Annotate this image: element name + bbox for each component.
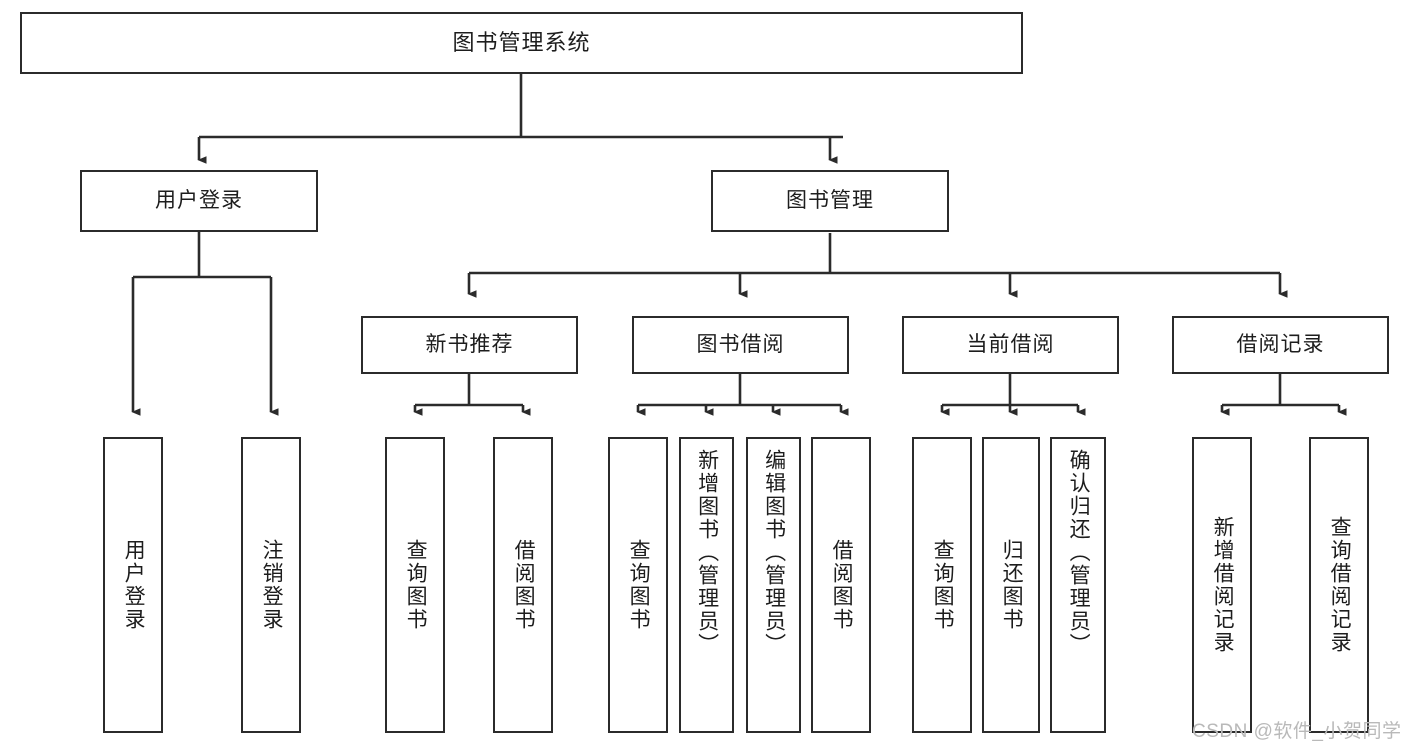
- edge-group-current-borrow: [940, 374, 1086, 416]
- node-leaf-query-book-3[interactable]: 查询图书: [912, 437, 972, 733]
- node-user-login[interactable]: 用户登录: [80, 170, 318, 232]
- node-new-book-rec[interactable]: 新书推荐: [361, 316, 578, 374]
- node-leaf-query-book-1[interactable]: 查询图书: [385, 437, 445, 733]
- node-leaf-user-login[interactable]: 用户登录: [103, 437, 163, 733]
- node-leaf-edit-book-label: 编辑图书（管理员）: [762, 449, 786, 656]
- node-leaf-query-record[interactable]: 查询借阅记录: [1309, 437, 1369, 733]
- node-borrow-record-label: 借阅记录: [1236, 333, 1325, 357]
- node-leaf-query-book-2-label: 查询图书: [627, 539, 651, 631]
- node-leaf-borrow-book-2-label: 借阅图书: [830, 539, 854, 631]
- node-current-borrow-label: 当前借阅: [966, 333, 1055, 357]
- node-leaf-edit-book[interactable]: 编辑图书（管理员）: [746, 437, 801, 733]
- csdn-watermark: CSDN @软件_小贺同学: [1192, 721, 1402, 742]
- edge-group-root: [197, 74, 843, 164]
- node-root[interactable]: 图书管理系统: [20, 12, 1023, 74]
- node-borrow-record[interactable]: 借阅记录: [1172, 316, 1389, 374]
- node-leaf-query-record-label: 查询借阅记录: [1328, 516, 1352, 654]
- node-leaf-add-record[interactable]: 新增借阅记录: [1192, 437, 1252, 733]
- edge-group-user-login: [131, 232, 279, 416]
- node-leaf-confirm-return-label: 确认归还（管理员）: [1067, 449, 1091, 656]
- node-leaf-borrow-book-2[interactable]: 借阅图书: [811, 437, 871, 733]
- node-leaf-query-book-1-label: 查询图书: [404, 539, 428, 631]
- node-leaf-query-book-3-label: 查询图书: [931, 539, 955, 631]
- edge-group-borrow-record: [1220, 374, 1347, 416]
- node-new-book-rec-label: 新书推荐: [425, 333, 514, 357]
- edge-group-book-manage: [467, 233, 1288, 298]
- node-book-manage[interactable]: 图书管理: [711, 170, 949, 232]
- node-book-borrow-label: 图书借阅: [696, 333, 785, 357]
- node-book-borrow[interactable]: 图书借阅: [632, 316, 849, 374]
- node-leaf-user-login-label: 用户登录: [122, 539, 146, 631]
- node-leaf-return-book[interactable]: 归还图书: [982, 437, 1040, 733]
- edge-group-book-borrow: [636, 374, 849, 416]
- node-root-label: 图书管理系统: [452, 29, 591, 55]
- node-leaf-add-book[interactable]: 新增图书（管理员）: [679, 437, 734, 733]
- node-leaf-borrow-book-1[interactable]: 借阅图书: [493, 437, 553, 733]
- node-leaf-user-logout-label: 注销登录: [260, 539, 284, 631]
- node-book-manage-label: 图书管理: [786, 189, 874, 213]
- node-leaf-add-record-label: 新增借阅记录: [1211, 516, 1235, 654]
- node-leaf-return-book-label: 归还图书: [1000, 539, 1024, 631]
- node-user-login-label: 用户登录: [155, 189, 243, 213]
- node-leaf-confirm-return[interactable]: 确认归还（管理员）: [1050, 437, 1106, 733]
- node-leaf-user-logout[interactable]: 注销登录: [241, 437, 301, 733]
- node-leaf-query-book-2[interactable]: 查询图书: [608, 437, 668, 733]
- node-leaf-add-book-label: 新增图书（管理员）: [695, 449, 719, 656]
- edge-group-new-book-rec: [413, 374, 531, 416]
- node-leaf-borrow-book-1-label: 借阅图书: [512, 539, 536, 631]
- node-current-borrow[interactable]: 当前借阅: [902, 316, 1119, 374]
